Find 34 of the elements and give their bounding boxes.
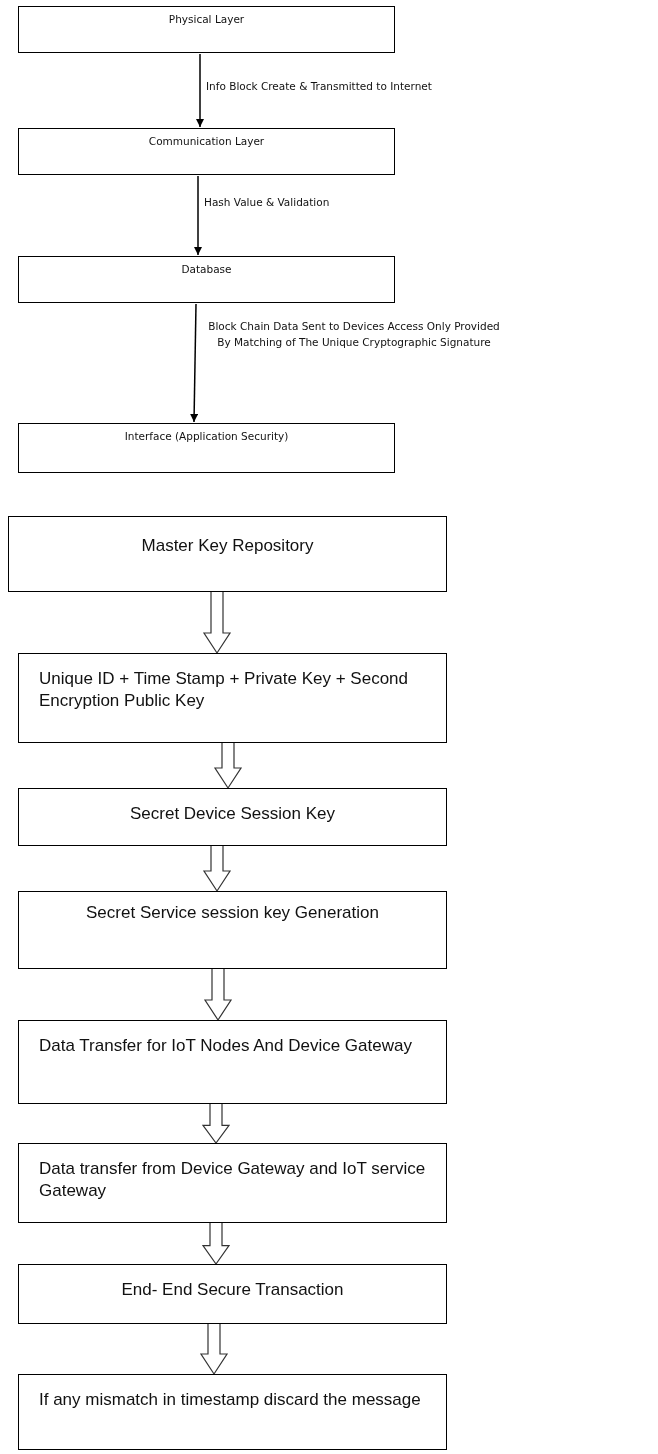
- process-box: [18, 788, 447, 846]
- step-text: End- End Secure Transaction: [120, 1279, 345, 1301]
- step-text: If any mismatch in timestamp discard the message: [38, 1389, 422, 1411]
- arrow: [196, 53, 204, 128]
- block-arrow: [202, 845, 232, 893]
- process-box: [18, 128, 395, 175]
- process-box: [18, 1020, 447, 1104]
- step-text: Database: [180, 263, 233, 275]
- process-box: [18, 256, 395, 303]
- block-arrow: [203, 968, 233, 1022]
- block-arrow: [199, 1323, 229, 1376]
- block-arrow: [201, 1222, 231, 1266]
- arrow: [194, 175, 202, 256]
- process-box: [18, 423, 395, 473]
- process-box: [18, 1143, 447, 1223]
- step-text: Interface (Application Security): [123, 430, 290, 442]
- step-text: Unique ID + Time Stamp + Private Key + Second Encryption Public Key: [38, 668, 409, 713]
- step-text: Data Transfer for IoT Nodes And Device Gateway: [38, 1035, 413, 1057]
- process-box: [8, 516, 447, 592]
- step-text: Secret Service session key Generation: [85, 902, 380, 924]
- process-box: [18, 1374, 447, 1450]
- process-box: [18, 6, 395, 53]
- arrow: [190, 303, 199, 423]
- step-text: Master Key Repository: [140, 535, 315, 557]
- process-box: [18, 1264, 447, 1324]
- step-text: Data transfer from Device Gateway and IoT service Gateway: [38, 1158, 427, 1203]
- block-arrow: [201, 1103, 231, 1144]
- step-text: Physical Layer: [167, 13, 246, 25]
- step-text: Secret Device Session Key: [128, 803, 336, 825]
- block-arrow: [213, 742, 243, 790]
- process-box: [18, 653, 447, 743]
- process-box: [18, 891, 447, 969]
- block-arrow: [202, 591, 232, 655]
- step-text: Communication Layer: [147, 135, 266, 147]
